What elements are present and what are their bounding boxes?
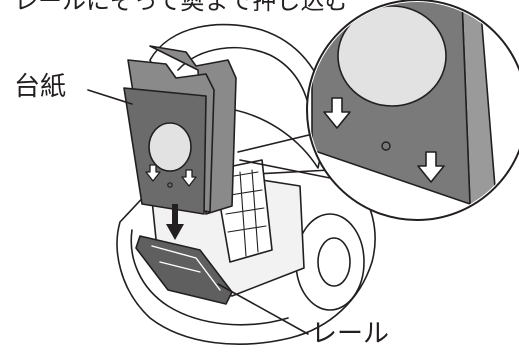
label-paper-mount: 台紙 <box>14 72 66 102</box>
mount-hole <box>149 123 191 171</box>
label-rail: レール <box>311 319 389 349</box>
rear-wheel <box>296 214 364 310</box>
caption-text: レールにそって奥まで押し込む <box>14 0 348 16</box>
